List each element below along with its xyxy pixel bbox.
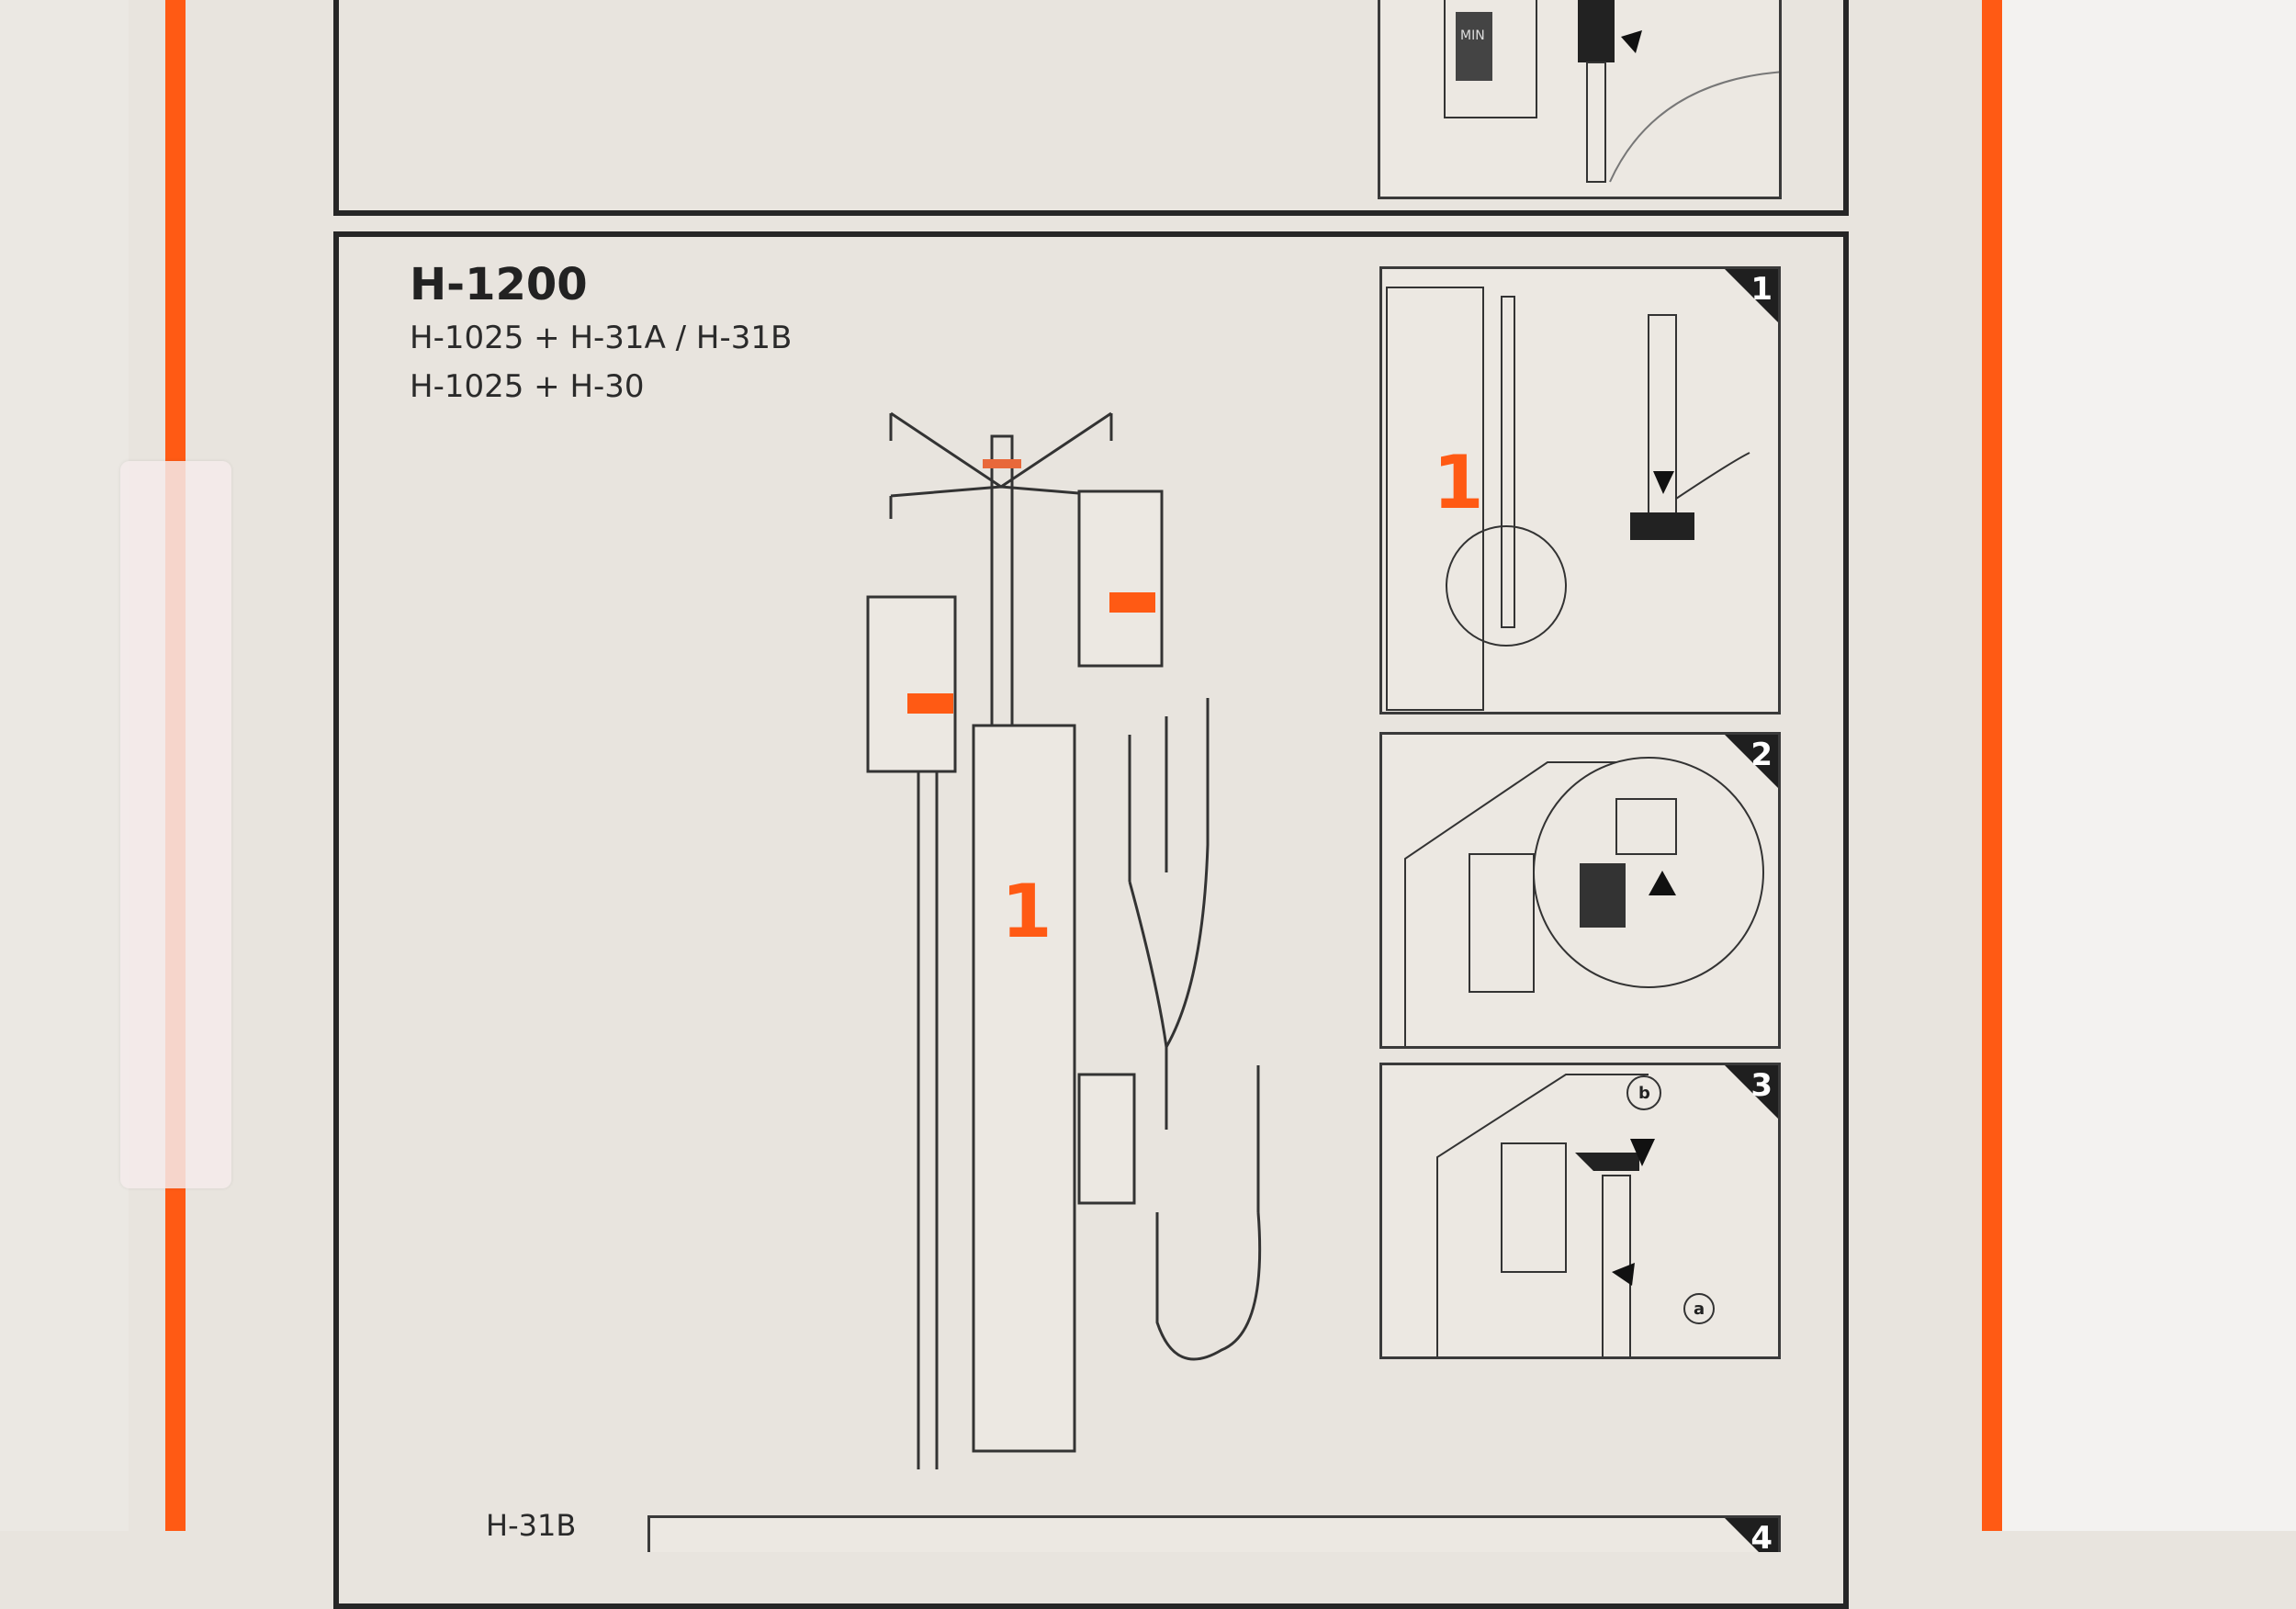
step-number: 2 <box>1750 737 1773 773</box>
orange-border-right <box>1982 0 2002 1531</box>
step-corner <box>1723 269 1778 324</box>
section-subtitle-1: H-1025 + H-31A / H-31B <box>410 320 793 356</box>
previous-section-box <box>333 0 1849 216</box>
previous-step-panel: MIN <box>1378 0 1782 199</box>
step-panel-3: 3 b a <box>1379 1063 1781 1359</box>
min-label: MIN <box>1460 28 1485 43</box>
step-panel-2: 2 <box>1379 732 1781 1049</box>
sticker-tab <box>120 461 231 1188</box>
bottom-label: H-31B <box>486 1508 577 1543</box>
step-2-illustration <box>1404 757 1764 1046</box>
paper-right-margin <box>2002 0 2296 1531</box>
iv-pole-illustration: 1 <box>866 411 1262 1469</box>
step-number: 1 <box>1750 271 1773 308</box>
step-number: 4 <box>1750 1520 1773 1552</box>
step-1-illustration: 1 <box>1386 287 1750 711</box>
previous-step-illustration: MIN <box>1444 0 1779 183</box>
step-number: 3 <box>1750 1067 1773 1104</box>
callout-b: b <box>1638 1084 1650 1103</box>
unit-number: 1 <box>1001 869 1052 954</box>
paper-left-margin <box>0 0 129 1531</box>
svg-text:1: 1 <box>1433 440 1484 525</box>
callout-a: a <box>1694 1300 1705 1319</box>
step-3-illustration: b a <box>1436 1074 1715 1356</box>
section-title: H-1200 <box>410 259 588 310</box>
section-subtitle-2: H-1025 + H-30 <box>410 368 645 405</box>
step-corner <box>1723 735 1778 790</box>
step-corner <box>1723 1065 1778 1120</box>
step-panel-4: 4 <box>647 1515 1781 1552</box>
step-panel-1: 1 1 <box>1379 266 1781 714</box>
